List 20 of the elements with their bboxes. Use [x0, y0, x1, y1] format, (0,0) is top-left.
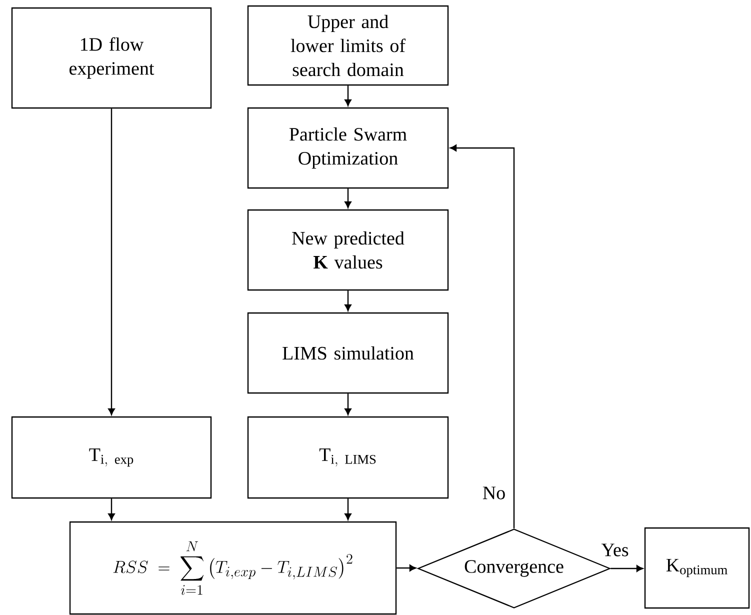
arrow [396, 564, 416, 572]
process-box: LIMS simulation [247, 312, 449, 394]
arrow [610, 565, 644, 572]
edge-label: No [481, 486, 507, 500]
arrow [344, 86, 352, 106]
process-box: $\mathrm{T}_{\mathrm{i,\ LIMS}}$ [247, 416, 449, 499]
arrow [108, 108, 115, 416]
arrow [344, 498, 352, 520]
process-box: Particle Swarm Optimization [247, 107, 449, 189]
formula-box: $RSS = \sum_{i=1}^{N}\left(T_{i,exp} - T_{i,LIMS}\right)^{2}$ [69, 521, 397, 615]
arrow [344, 290, 352, 312]
arrow [108, 498, 115, 520]
arrow [450, 144, 515, 528]
process-box: 1D flow experiment [11, 7, 212, 109]
process-box: New predicted K values [247, 209, 449, 291]
process-box: Upper and lower limits of search domain [247, 5, 449, 86]
process-box: $\mathrm{T}_{\mathrm{i,\ exp}}$ [11, 416, 212, 499]
process-box: $\mathrm{K}_{\mathrm{optimum}}$ [644, 527, 750, 609]
arrow [344, 188, 352, 208]
arrow [344, 394, 352, 416]
